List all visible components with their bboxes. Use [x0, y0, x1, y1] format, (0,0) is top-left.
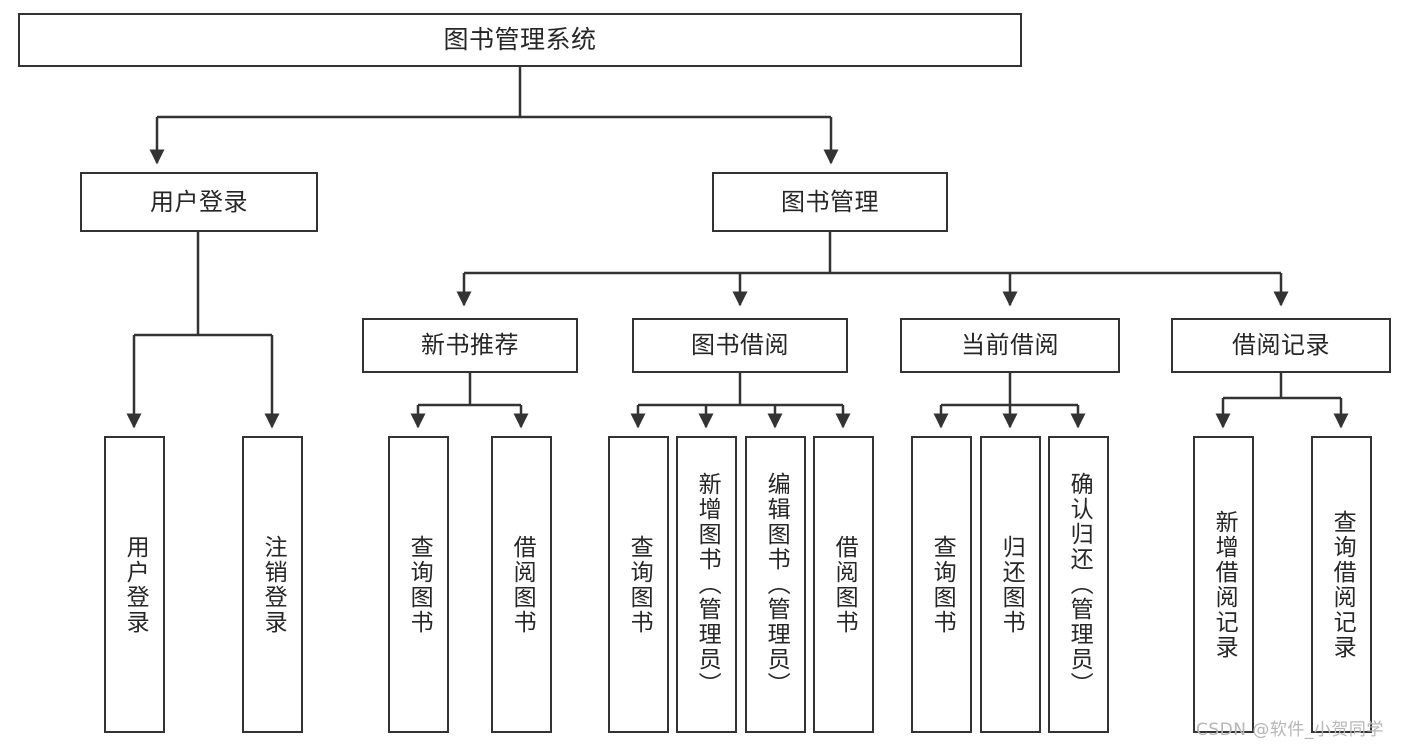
leaf-return-book[interactable]: 归还图书 [980, 436, 1041, 733]
node-label: 借阅图书 [509, 534, 536, 635]
node-label: 归还图书 [998, 534, 1025, 635]
leaf-query-book-new-book[interactable]: 查询图书 [388, 436, 449, 733]
node-label: 用户登录 [122, 534, 149, 635]
node-label: 确认归还（管理员） [1066, 472, 1093, 697]
leaf-query-book-borrowing[interactable]: 查询图书 [608, 436, 669, 733]
node-book-borrowing[interactable]: 图书借阅 [632, 318, 848, 373]
leaf-user-login[interactable]: 用户登录 [104, 436, 165, 733]
node-label: 注销登录 [260, 534, 287, 635]
leaf-edit-book-admin[interactable]: 编辑图书（管理员） [745, 436, 806, 733]
node-book-management[interactable]: 图书管理 [712, 172, 948, 232]
node-label: 编辑图书（管理员） [763, 472, 790, 697]
leaf-borrow-book-borrowing[interactable]: 借阅图书 [813, 436, 874, 733]
node-user-login[interactable]: 用户登录 [80, 172, 318, 232]
node-label: 借阅记录 [1232, 331, 1330, 360]
leaf-borrow-book-new-book[interactable]: 借阅图书 [491, 436, 552, 733]
node-label: 查询图书 [626, 534, 653, 635]
leaf-query-book-current[interactable]: 查询图书 [911, 436, 972, 733]
node-label: 新书推荐 [421, 331, 519, 360]
node-root-book-management-system[interactable]: 图书管理系统 [18, 13, 1022, 67]
node-label: 新增图书（管理员） [694, 472, 721, 697]
node-new-book-recommendation[interactable]: 新书推荐 [362, 318, 578, 373]
node-label: 图书管理系统 [443, 25, 597, 55]
node-current-borrowing[interactable]: 当前借阅 [900, 318, 1120, 373]
node-label: 查询图书 [929, 534, 956, 635]
leaf-query-borrow-record[interactable]: 查询借阅记录 [1311, 436, 1372, 733]
leaf-confirm-return-admin[interactable]: 确认归还（管理员） [1048, 436, 1109, 733]
leaf-add-borrow-record[interactable]: 新增借阅记录 [1193, 436, 1254, 733]
watermark-text: CSDN @软件_小贺同学 [1196, 720, 1384, 740]
node-label: 图书管理 [781, 187, 879, 216]
node-label: 借阅图书 [831, 534, 858, 635]
node-borrowing-record[interactable]: 借阅记录 [1171, 318, 1391, 373]
node-label: 查询图书 [406, 534, 433, 635]
node-label: 查询借阅记录 [1329, 509, 1356, 660]
leaf-user-logout[interactable]: 注销登录 [242, 436, 303, 733]
node-label: 新增借阅记录 [1211, 509, 1238, 660]
leaf-add-book-admin[interactable]: 新增图书（管理员） [676, 436, 737, 733]
node-label: 用户登录 [150, 187, 248, 216]
node-label: 图书借阅 [691, 331, 789, 360]
node-label: 当前借阅 [961, 331, 1059, 360]
